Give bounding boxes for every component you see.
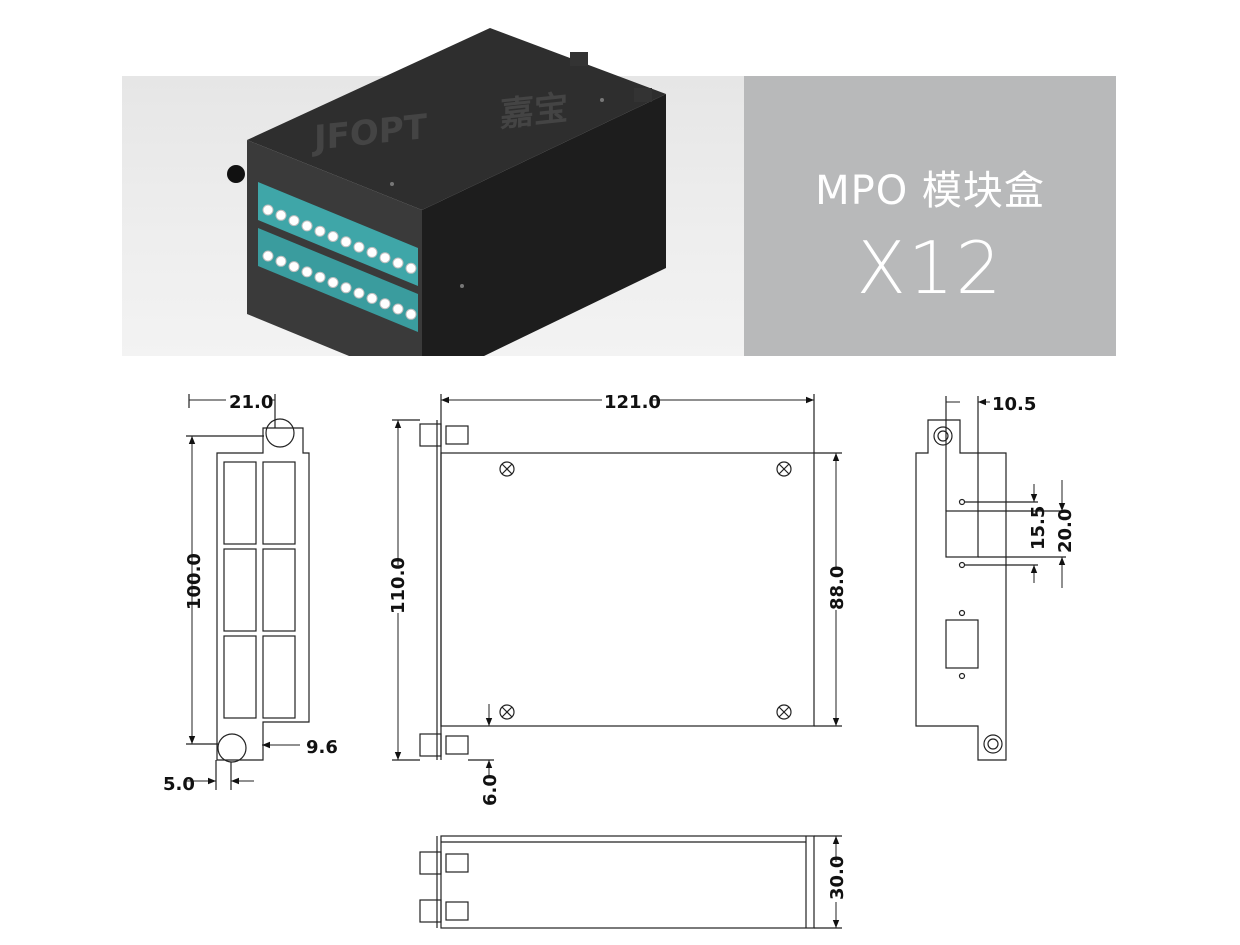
lc-adapter-array [258,182,418,332]
rear-mount-hole-bottom [983,734,1003,754]
lc-port-cap [314,271,326,283]
latch-top [227,165,245,183]
rear-panel-outline [915,419,1007,761]
lc-port-cap [301,220,313,232]
bottom-latch [419,733,442,757]
cassette-side-face [422,94,666,356]
lc-port-cap [353,241,365,253]
label-bg [826,570,846,610]
rear-mpo-window [945,619,979,669]
front-mount-hole-bottom [217,733,247,763]
product-photo: JFOPT 嘉宝 [122,28,744,356]
mpo-cassette-render: JFOPT 嘉宝 [227,28,666,356]
lc-port-cap [275,255,287,267]
lc-port-cap [379,252,391,264]
cassette-top-face [247,28,666,210]
lc-port-cap [405,308,417,320]
front-port-slot [262,548,296,632]
label-bg [226,391,270,411]
lc-port-cap [379,298,391,310]
dim-top-latch-offset: 6.0 [480,774,501,806]
lc-port-cap [327,231,339,242]
screw-icon [499,704,515,720]
rear-rail-1 [570,52,588,66]
front-port-slot [262,635,296,719]
dim-top-body-height: 88.0 [827,566,848,610]
lc-port-cap [314,225,326,237]
side-latch-knob-bottom [445,901,469,921]
top-body-outline [440,452,815,727]
top-latch [419,423,442,447]
lc-port-cap [327,277,339,288]
screw-3 [460,284,464,288]
lc-port-cap [392,303,404,315]
dim-rear-hole-spacing: 15.5 [1028,506,1049,550]
lc-port-caps [262,204,417,320]
dim-front-hole-offset: 5.0 [163,774,195,795]
dim-front-width: 21.0 [229,392,273,413]
side-body-outline [440,835,815,929]
dim-front-port-width: 9.6 [306,737,338,758]
top-view [392,394,842,778]
front-port-slot [223,635,257,719]
side-latch-knob-top [445,853,469,873]
lc-port-cap [262,250,274,262]
dim-rear-offset: 10.5 [992,394,1036,415]
side-view [419,835,842,929]
label-bg [826,862,846,902]
screw-icon [776,461,792,477]
lc-port-cap [262,204,274,216]
watermark-chinese: 嘉宝 [500,88,568,135]
lc-port-cap [288,261,300,273]
front-port-slot [262,461,296,545]
lc-port-cap [340,282,352,294]
front-mount-hole-top [265,418,295,448]
dim-top-total-height: 110.0 [388,557,409,614]
lc-port-cap [275,209,287,221]
dim-front-height: 100.0 [184,553,205,610]
lc-port-cap [288,215,300,227]
rear-mpo-window [945,510,979,558]
label-bg [388,565,408,613]
screw-icon [499,461,515,477]
lc-port-cap [353,287,365,299]
bottom-latch-knob [445,735,469,755]
front-port-slot [223,461,257,545]
lc-port-cap [301,266,313,278]
side-latch-top [419,851,442,875]
rear-hole [958,609,966,617]
front-view [185,394,310,790]
lc-port-cap [366,292,378,304]
lc-port-cap [366,246,378,258]
rear-view [915,396,1066,761]
rear-hole [958,672,966,680]
front-port-slot [223,548,257,632]
rear-hole [958,561,966,569]
product-banner: JFOPT 嘉宝 MPO 模块盒 X12 [122,28,1116,356]
side-latch-bottom [419,899,442,923]
label-bg [602,391,650,411]
lc-port-cap [405,262,417,274]
rear-mount-hole-top [933,426,953,446]
lc-port-cap [392,257,404,269]
adapter-count: X12 [856,226,1004,310]
title-panel: MPO 模块盒 X12 [744,76,1116,356]
screw-icon [776,704,792,720]
dim-rear-window-height: 20.0 [1055,509,1076,553]
rear-rail-2 [634,88,652,102]
product-title: MPO 模块盒 [815,168,1045,214]
top-latch-knob [445,425,469,445]
lc-port-cap [340,236,352,248]
dim-top-length: 121.0 [604,392,661,413]
screw-1 [600,98,604,102]
dim-side-height: 30.0 [827,856,848,900]
rear-hole [958,498,966,506]
screw-2 [390,182,394,186]
